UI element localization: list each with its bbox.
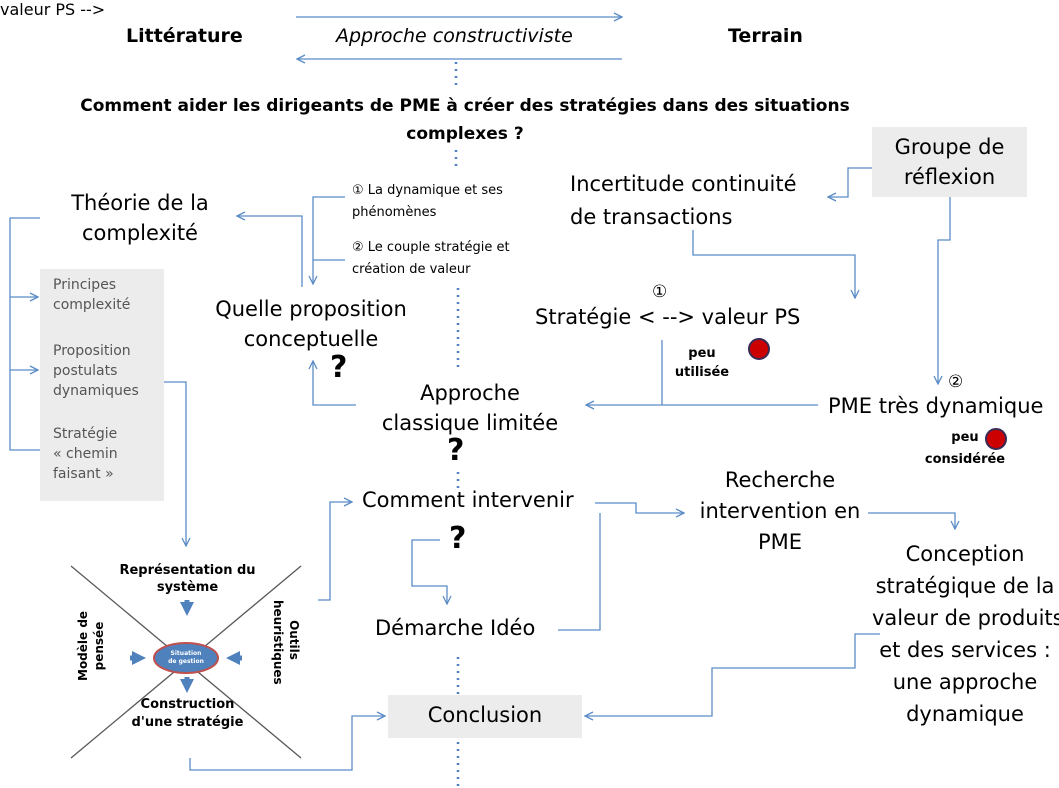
dynamic-sme: PME très dynamique	[828, 394, 1044, 418]
reflection-group-line-2: réflexion	[903, 165, 996, 189]
system-representation-label: Représentation du système	[110, 562, 265, 596]
little-used-marker-dot	[748, 338, 770, 360]
principle-strategy-path: Stratégie « chemin faisant »	[53, 424, 118, 484]
strategy-construction-line-2: d'une stratégie	[131, 715, 244, 730]
complexity-theory: Théorie de la complexité	[30, 188, 250, 248]
little-used-label: peu utilisée	[672, 344, 732, 382]
strategic-design-line-5: une approche	[892, 670, 1038, 694]
how-to-intervene-question-mark: ?	[449, 521, 467, 556]
strategic-design: Conception stratégique de la valeur de p…	[872, 538, 1059, 730]
strategy-value-couple-line-2: création de valeur	[352, 262, 471, 277]
reflection-group-line-1: Groupe de	[894, 135, 1005, 159]
management-situation-line-1: Situation	[170, 650, 202, 657]
classic-approach-line-1: Approche	[420, 381, 520, 405]
little-considered-line-1: peu	[951, 430, 979, 445]
heuristic-tools-label: Outils heuristiques	[270, 600, 302, 685]
reflection-group: Groupe de réflexion	[872, 132, 1027, 192]
principle-dynamic-postulates-line-2: postulats	[53, 363, 118, 379]
intervention-research-line-1: Recherche	[724, 468, 836, 492]
strategy-value-couple: ② Le couple stratégie et création de val…	[352, 237, 510, 281]
principle-strategy-path-line-1: Stratégie	[53, 426, 118, 442]
strategic-design-line-3: valeur de produits	[872, 606, 1059, 630]
thinking-model-line-2: pensée	[92, 621, 106, 671]
uncertainty-transactions-line-2: de transactions	[570, 205, 733, 229]
field-label: Terrain	[728, 25, 803, 47]
conceptual-proposal-line-2: conceptuelle	[243, 327, 379, 351]
heuristic-tools-line-2: heuristiques	[271, 600, 285, 685]
strategy-value-marker: ①	[652, 282, 668, 302]
principle-dynamic-postulates-line-1: Proposition	[53, 343, 131, 359]
system-representation-line-2: système	[156, 580, 219, 595]
principle-dynamic-postulates: Proposition postulats dynamiques	[53, 341, 139, 401]
little-considered-label: peu considérée	[920, 427, 1010, 471]
research-question-line-1: Comment aider les dirigeants de PME à cr…	[80, 96, 850, 116]
management-situation-line-2: de gestion	[168, 658, 204, 665]
strategy-value-ps: Stratégie < --> valeur PS	[535, 305, 801, 329]
principles-box	[40, 269, 164, 501]
strategy-value-couple-line-1: ② Le couple stratégie et	[352, 240, 510, 255]
how-to-intervene: Comment intervenir	[362, 488, 574, 512]
management-situation-ellipse	[153, 642, 219, 674]
conclusion: Conclusion	[427, 703, 543, 727]
classic-approach-line-2: classique limitée	[381, 411, 559, 435]
principle-complexity-line-2: complexité	[53, 297, 131, 313]
little-considered-marker-dot	[985, 428, 1007, 450]
strategic-design-line-4: et des services :	[879, 638, 1051, 662]
thinking-model-label: Modèle de pensée	[75, 611, 107, 681]
classic-approach: Approche classique limitée	[355, 378, 585, 438]
little-considered-line-2: considérée	[924, 452, 1006, 467]
dynamic-sme-marker: ②	[948, 372, 964, 392]
dynamics-phenomena-line-2: phénomènes	[352, 205, 437, 220]
complexity-theory-line-1: Théorie de la	[71, 191, 209, 215]
intervention-research: Recherche intervention en PME	[690, 465, 870, 558]
classic-approach-question-mark: ?	[447, 433, 465, 468]
strategy-construction-line-1: Construction	[140, 697, 235, 712]
conceptual-proposal-line-1: Quelle proposition	[215, 297, 407, 321]
principle-complexity-line-1: Principes	[53, 277, 117, 293]
thinking-model-line-1: Modèle de	[76, 610, 90, 681]
dynamics-phenomena-line-1: ① La dynamique et ses	[352, 183, 503, 198]
reflection-group-box	[872, 127, 1027, 197]
research-question: Comment aider les dirigeants de PME à cr…	[40, 92, 890, 148]
system-representation-line-1: Représentation du	[119, 563, 256, 578]
constructivist-approach-label: Approche constructiviste	[336, 25, 573, 47]
principle-dynamic-postulates-line-3: dynamiques	[53, 383, 139, 399]
little-used-line-1: peu	[688, 346, 716, 361]
ideo-approach: Démarche Idéo	[375, 616, 536, 640]
intervention-research-line-2: intervention en	[699, 499, 861, 523]
strategy-construction-label: Construction d'une stratégie	[110, 696, 265, 732]
conceptual-proposal-question-mark: ?	[330, 350, 348, 385]
literature-label: Littérature	[126, 25, 243, 47]
conceptual-proposal: Quelle proposition conceptuelle	[195, 294, 427, 354]
intervention-research-line-3: PME	[757, 530, 803, 554]
uncertainty-transactions-line-1: Incertitude continuité	[570, 172, 797, 196]
dynamics-phenomena: ① La dynamique et ses phénomènes	[352, 180, 503, 224]
uncertainty-transactions: Incertitude continuité de transactions	[570, 168, 797, 234]
strategic-design-line-1: Conception	[905, 542, 1025, 566]
principle-complexity: Principes complexité	[53, 275, 130, 315]
complexity-theory-line-2: complexité	[82, 221, 198, 245]
conclusion-box	[388, 695, 582, 738]
principle-strategy-path-line-3: faisant »	[53, 466, 114, 482]
heuristic-tools-line-1: Outils	[287, 620, 301, 660]
management-situation-label: Situation de gestion	[156, 650, 216, 666]
research-question-line-2: complexes ?	[406, 124, 524, 144]
little-used-line-2: utilisée	[674, 365, 730, 380]
strategic-design-line-6: dynamique	[906, 702, 1024, 726]
strategic-design-line-2: stratégique de la	[875, 574, 1055, 598]
principle-strategy-path-line-2: « chemin	[53, 446, 118, 462]
